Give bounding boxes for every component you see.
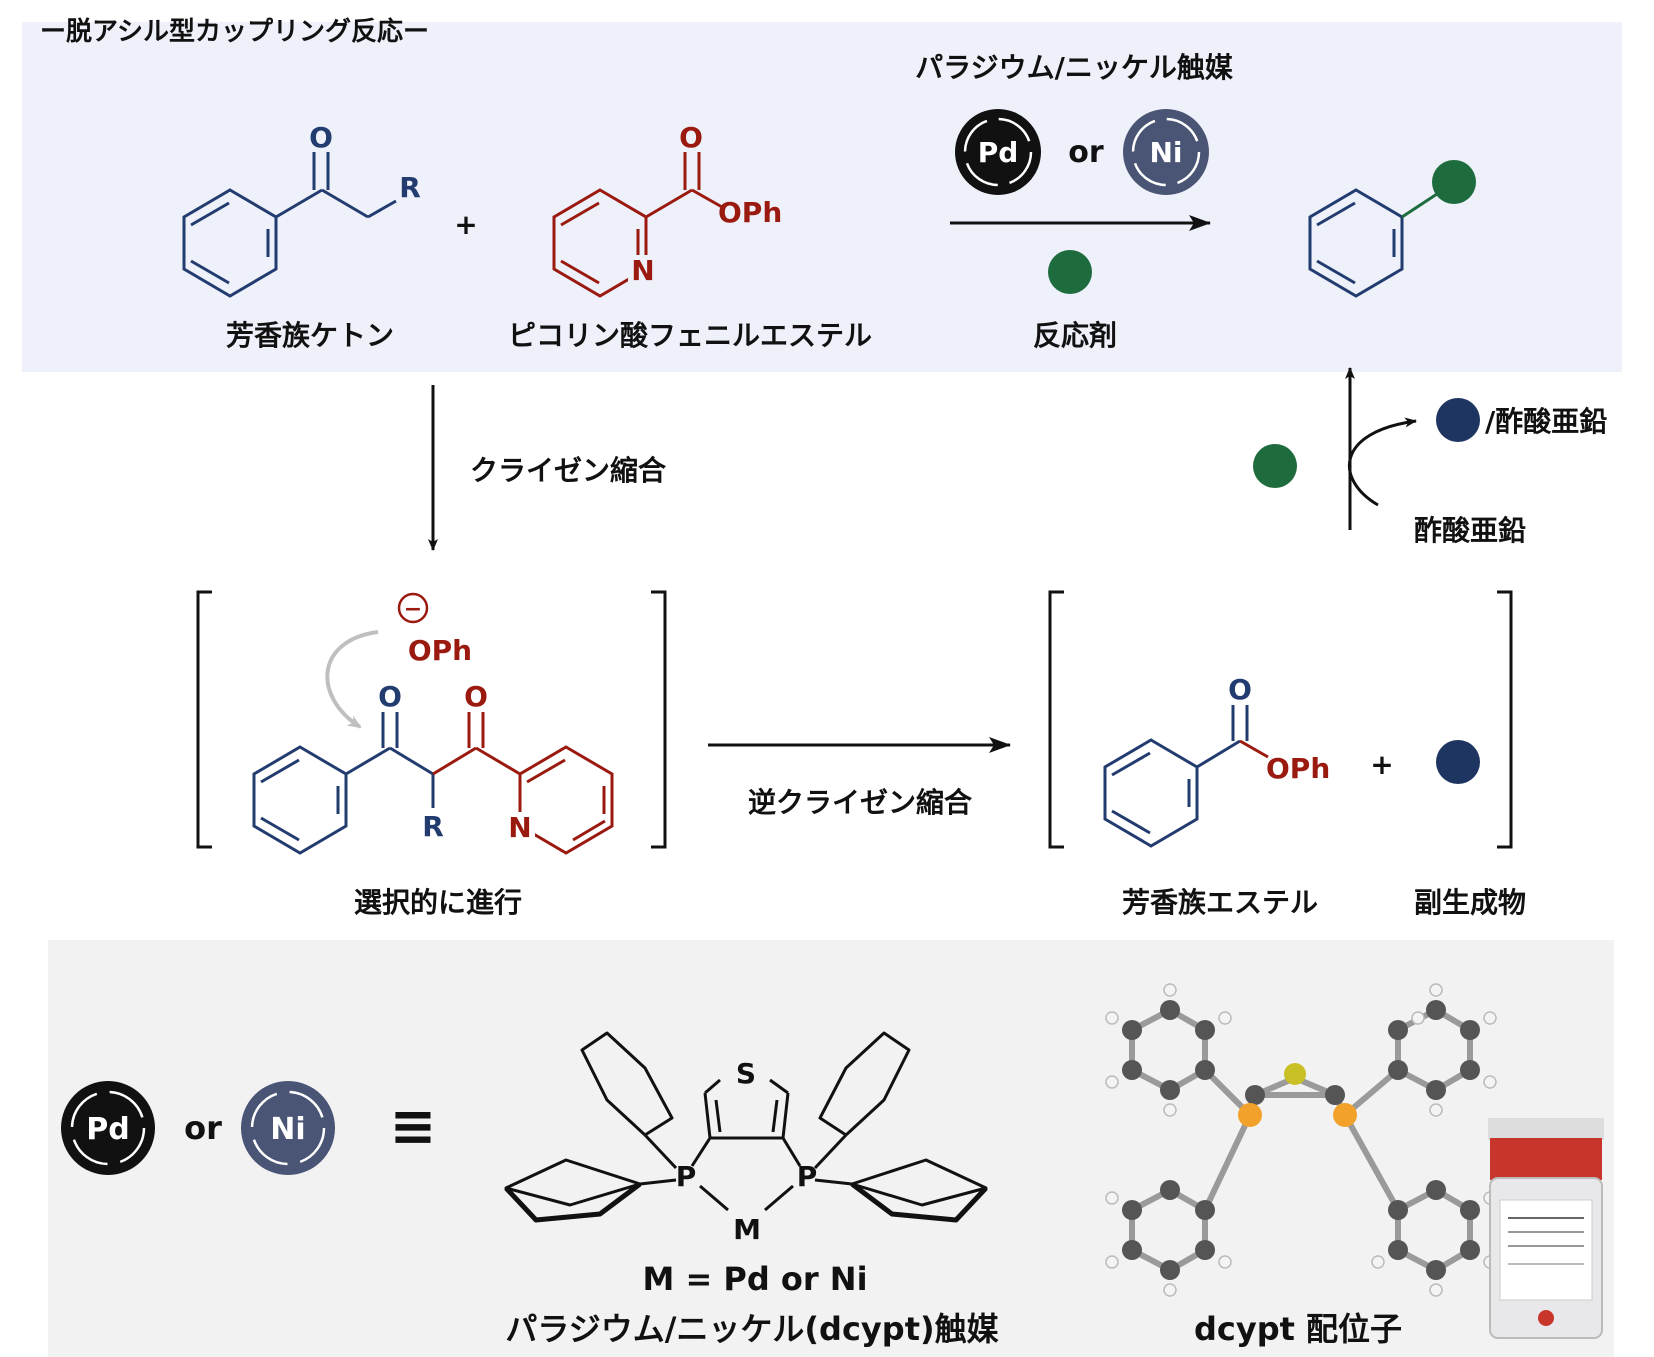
svg-text:Pd: Pd [86, 1112, 129, 1147]
label-picolinate: ピコリン酸フェニルエステル [508, 319, 872, 352]
atom-o: O [679, 121, 703, 154]
label-aryl-ester: 芳香族エステル [1122, 886, 1318, 919]
products-bracket [1048, 590, 1513, 849]
catalyst-heading: パラジウム/ニッケル触媒 [915, 51, 1234, 84]
plus-sign: + [454, 208, 477, 241]
svg-text:Ni: Ni [270, 1112, 305, 1147]
ni-catalyst-icon: Ni [1123, 109, 1209, 195]
attack-curved-arrow [325, 630, 379, 729]
label-retro-claisen: 逆クライゼン縮合 [748, 786, 973, 819]
atom-oph: OPh [1266, 752, 1330, 785]
atom-oph: OPh [408, 634, 472, 667]
reagent-green-dot [1048, 250, 1092, 294]
phenoxide-minus: − [404, 597, 422, 622]
svg-text:Ni: Ni [1149, 136, 1182, 169]
metal-definition: M = Pd or Ni [642, 1260, 867, 1298]
atom-n: N [631, 254, 654, 287]
atom-o: O [1228, 673, 1252, 706]
atom-o: O [309, 121, 333, 154]
aryl-ketone-structure [182, 152, 397, 298]
aryl-ester-structure [1103, 705, 1249, 848]
atom-r: R [422, 810, 444, 843]
n-mask [505, 812, 535, 842]
atom-s: S [736, 1057, 756, 1090]
byproduct-navy-dot [1436, 740, 1480, 784]
or-label: or [184, 1109, 222, 1147]
catalyst-name: パラジウム/ニッケル(dcypt)触媒 [505, 1310, 999, 1348]
atom-p: P [797, 1160, 818, 1193]
label-zinc-acetate: 酢酸亜鉛 [1414, 514, 1526, 547]
atom-r: R [399, 171, 421, 204]
dcypt-complex-structure [504, 1031, 988, 1223]
top-panel [22, 22, 1622, 372]
atom-oph: OPh [718, 196, 782, 229]
curved-exchange-arrow [1347, 417, 1417, 507]
label-byproduct: 副生成物 [1414, 886, 1526, 919]
incoming-green-dot [1253, 444, 1297, 488]
pd-catalyst-icon: Pd [955, 109, 1041, 195]
equivalence-sign: ≡ [390, 1094, 437, 1159]
n-mask [628, 255, 658, 285]
reagent-bottle-photo [1488, 1118, 1604, 1339]
atom-m: M [733, 1213, 761, 1246]
ni-catalyst-icon: Ni [241, 1081, 335, 1175]
label-aryl-ketone: 芳香族ケトン [226, 319, 394, 352]
label-selective: 選択的に進行 [354, 886, 522, 919]
diketone-structure-navy [252, 712, 435, 855]
ester-o-bond [1239, 739, 1269, 759]
scheme-title: ー脱アシル型カップリング反応ー [40, 16, 429, 47]
product-green-dot [1432, 160, 1476, 204]
intermediate-bracket [196, 590, 667, 849]
label-reagent: 反応剤 [1033, 319, 1117, 352]
ligand-name: dcypt 配位子 [1194, 1310, 1402, 1348]
svg-text:Pd: Pd [978, 136, 1019, 169]
or-label: or [1068, 135, 1104, 170]
atom-n: N [508, 811, 531, 844]
label-zinc-acetate-out: /酢酸亜鉛 [1485, 405, 1607, 438]
dcypt-ball-and-stick-model [1105, 983, 1497, 1297]
picolinate-structure [552, 152, 723, 298]
pd-catalyst-icon: Pd [61, 1081, 155, 1175]
phenoxide-charge-circle [397, 592, 429, 624]
plus-sign: + [1370, 748, 1393, 781]
atom-o: O [464, 680, 488, 713]
atom-o: O [378, 680, 402, 713]
atom-p: P [676, 1160, 697, 1193]
label-claisen: クライゼン縮合 [470, 454, 667, 487]
diketone-structure-red [432, 712, 614, 855]
product-bond-green [1401, 190, 1441, 219]
outgoing-navy-dot [1436, 398, 1480, 442]
